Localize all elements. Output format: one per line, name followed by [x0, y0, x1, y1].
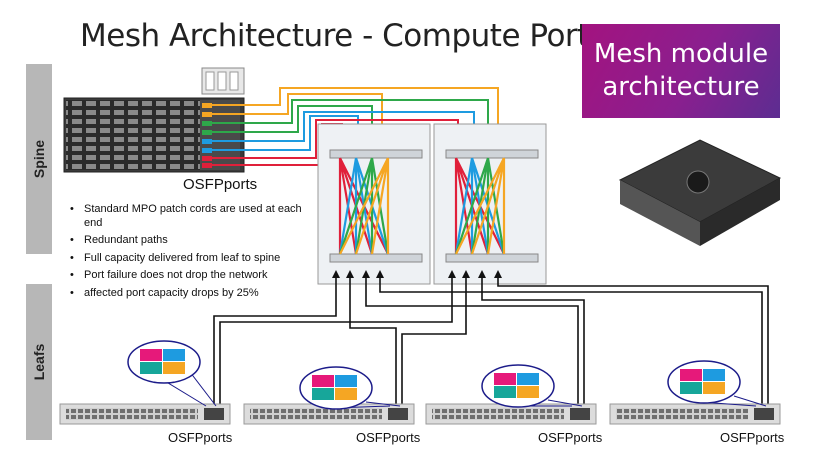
bullet-item: Redundant paths: [68, 234, 318, 248]
leaf-switch-1: [59, 403, 231, 425]
spine-cables: [212, 87, 503, 166]
leafs-sidebar: Leafs: [26, 284, 52, 440]
spine-sidebar: Spine: [26, 64, 52, 254]
mesh-module-badge: Mesh module architecture: [582, 24, 780, 118]
spine-ports-label: OSFPports: [183, 176, 258, 193]
leaf-2-ports-label: OSFPports: [356, 430, 421, 445]
port-zoom-callout-4: [667, 360, 767, 407]
mesh-module-product-icon: [618, 139, 782, 246]
bullet-item: Standard MPO patch cords are used at eac…: [68, 203, 318, 230]
leaf-switch-4: [609, 403, 781, 425]
transceiver-icon: [201, 67, 245, 95]
badge-line-1: Mesh module: [593, 39, 769, 69]
bullet-item: Full capacity delivered from leaf to spi…: [68, 252, 318, 266]
spine-switch-stack: [63, 97, 245, 173]
mesh-module-1: [317, 123, 431, 285]
badge-line-2: architecture: [602, 72, 760, 102]
feature-bullet-list: Standard MPO patch cords are used at eac…: [68, 203, 318, 304]
page-title: Mesh Architecture - Compute Ports: [80, 18, 605, 54]
port-zoom-callout-3: [481, 364, 583, 408]
leaf-4-ports-label: OSFPports: [720, 430, 785, 445]
port-zoom-callout-2: [299, 366, 401, 410]
bullet-item: Port failure does not drop the network: [68, 269, 318, 283]
port-zoom-callout-1: [127, 340, 217, 407]
leaf-cables: [213, 270, 769, 404]
bullet-item: affected port capacity drops by 25%: [68, 287, 318, 301]
leaf-1-ports-label: OSFPports: [168, 430, 233, 445]
leaf-3-ports-label: OSFPports: [538, 430, 603, 445]
mesh-module-2: [433, 123, 547, 285]
